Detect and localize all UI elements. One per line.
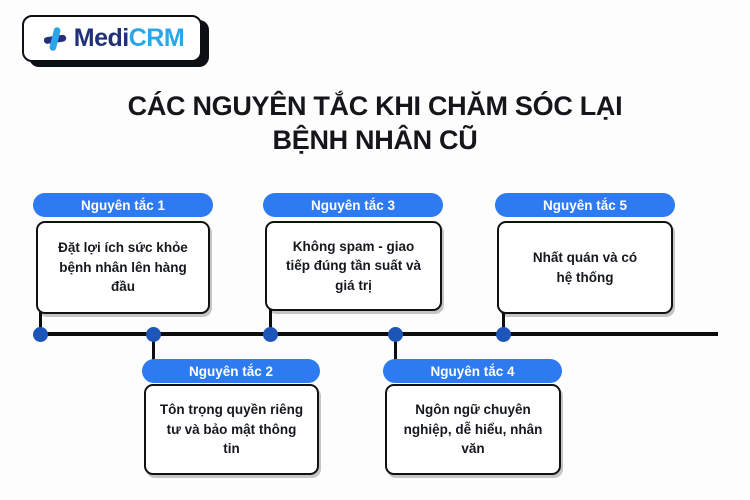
timeline-axis [38,332,718,336]
principle-2-pill: Nguyên tắc 2 [142,359,320,383]
principle-1-card: Đặt lợi ích sức khỏe bệnh nhân lên hàng … [36,221,210,314]
principle-1-text: Đặt lợi ích sức khỏe bệnh nhân lên hàng … [58,240,188,295]
connector-principle-4 [393,335,397,360]
timeline-dot-3 [263,327,278,342]
principle-5-card: Nhất quán và có hệ thống [497,221,673,314]
connector-principle-5 [501,312,505,333]
logo-wordmark: MediCRM [73,24,185,53]
principle-2-label: Nguyên tắc 2 [188,363,274,379]
connector-principle-2 [151,335,155,360]
page-title-line1: CÁC NGUYÊN TẮC KHI CHĂM SÓC LẠI [127,91,623,121]
principle-5-pill: Nguyên tắc 5 [495,193,675,217]
timeline-dot-4 [388,327,403,342]
page-title: CÁC NGUYÊN TẮC KHI CHĂM SÓC LẠI BỆNH NHÂ… [0,90,750,158]
timeline-dot-5 [496,327,511,342]
principle-1-pill: Nguyên tắc 1 [33,193,213,217]
medicrm-logo: MediCRM [22,15,202,62]
principle-3-card: Không spam - giao tiếp đúng tần suất và … [265,221,442,311]
logo-text-primary: Medi [73,24,129,52]
principle-2-text: Tôn trọng quyền riêng tư và bảo mật thôn… [159,402,304,457]
principle-5-text: Nhất quán và có hệ thống [532,249,638,285]
timeline-dot-1 [33,327,48,342]
principle-4-text: Ngôn ngữ chuyên nghiệp, dễ hiểu, nhân vă… [403,402,543,457]
principle-1-label: Nguyên tắc 1 [80,197,166,213]
medical-cross-icon [40,24,70,54]
principle-2-card: Tôn trọng quyền riêng tư và bảo mật thôn… [144,384,319,475]
principle-3-label: Nguyên tắc 3 [310,197,396,213]
page-title-line2: BỆNH NHÂN CŨ [272,124,478,155]
principle-4-label: Nguyên tắc 4 [430,363,515,379]
principle-5-label: Nguyên tắc 5 [542,197,628,213]
timeline-dot-2 [146,327,161,342]
principle-3-pill: Nguyên tắc 3 [263,193,443,217]
principle-3-text: Không spam - giao tiếp đúng tần suất và … [285,238,421,293]
connector-principle-1 [38,312,42,333]
principle-4-card: Ngôn ngữ chuyên nghiệp, dễ hiểu, nhân vă… [385,384,561,475]
logo-text-accent: CRM [128,24,185,52]
connector-principle-3 [268,309,272,333]
principle-4-pill: Nguyên tắc 4 [383,359,562,383]
